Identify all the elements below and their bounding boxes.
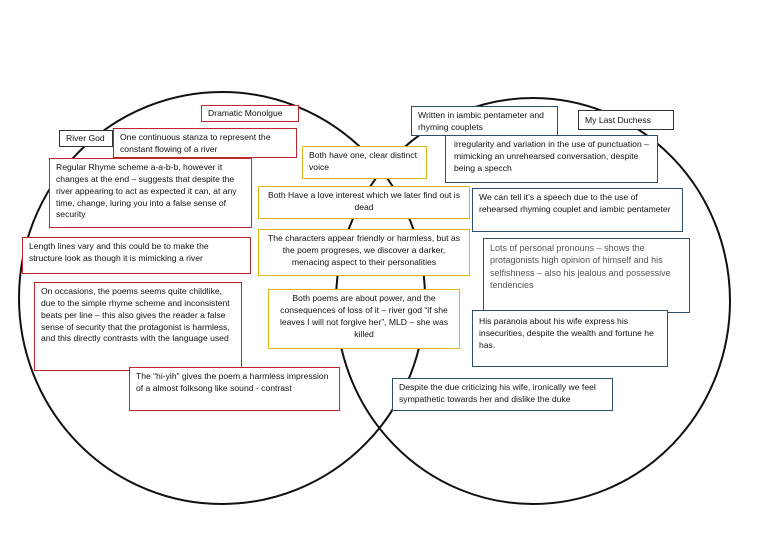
left-box-line-length: Length lines vary and this could be to m… xyxy=(22,237,251,274)
left-title-river-god: River God xyxy=(59,130,113,147)
middle-box-power: Both poems are about power, and the cons… xyxy=(268,289,460,349)
right-box-speech: We can tell it’s a speech due to the use… xyxy=(472,188,683,232)
left-box-hi-yih: The “hi-yih” gives the poem a harmless i… xyxy=(129,367,340,411)
middle-box-characters: The characters appear friendly or harmle… xyxy=(258,229,470,276)
right-box-iambic: Written in iambic pentameter and rhyming… xyxy=(411,106,558,136)
right-box-pronouns: Lots of personal pronouns – shows the pr… xyxy=(483,238,690,313)
right-box-punctuation: irregularity and variation in the use of… xyxy=(445,135,658,183)
middle-box-voice: Both have one, clear distinct voice xyxy=(302,146,427,179)
right-box-sympathetic: Despite the due criticizing his wife, ir… xyxy=(392,378,613,411)
left-box-stanza: One continuous stanza to represent the c… xyxy=(113,128,297,158)
right-box-paranoia: His paranoia about his wife express his … xyxy=(472,310,668,367)
right-title-my-last-duchess: My Last Duchess xyxy=(578,110,674,130)
left-box-childlike: On occasions, the poems seems quite chil… xyxy=(34,282,242,371)
top-title-dramatic-monologue: Dramatic Monolgue xyxy=(201,105,299,122)
middle-box-love-interest: Both Have a love interest which we later… xyxy=(258,186,470,219)
left-box-rhyme-scheme: Regular Rhyme scheme a-a-b-b, however it… xyxy=(49,158,252,228)
